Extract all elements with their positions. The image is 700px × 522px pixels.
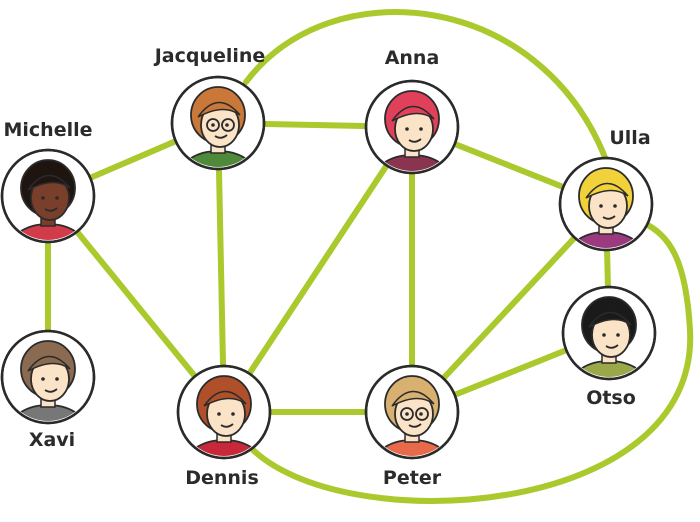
name-label-xavi: Xavi [29,429,75,451]
avatar-border [170,75,266,171]
person-dennis: Dennis [176,364,272,489]
person-peter: Peter [364,364,460,489]
name-label-michelle: Michelle [3,119,92,141]
glasses-icon [415,407,429,421]
connection-ulla-peter [409,201,609,415]
mouth [605,344,619,349]
avatar-border [176,364,272,460]
eye [41,377,45,381]
mouth [44,388,58,393]
hair-fringe [391,105,435,122]
mouth [408,423,422,428]
glasses-icon [400,407,414,421]
connection-jacqueline-dennis [215,120,227,415]
glasses-icon [206,118,220,132]
eye [405,127,409,131]
name-label-peter: Peter [383,467,442,489]
eye [231,412,235,416]
hair-fringe [588,311,632,328]
mouth [220,423,234,428]
eye [613,204,617,208]
name-label-otso: Otso [586,387,636,409]
avatar-border [0,148,96,244]
hair-fringe [27,355,71,372]
glasses-icon [221,118,235,132]
person-otso: Otso [561,285,657,409]
hair-fringe [585,182,629,199]
eye [616,333,620,337]
name-label-jacqueline: Jacqueline [153,45,266,67]
name-label-anna: Anna [385,47,440,69]
mouth [408,138,422,143]
eye [419,412,423,416]
name-label-dennis: Dennis [185,467,259,489]
hair-fringe [197,101,241,118]
mouth [44,207,58,212]
hair-fringe [27,174,71,191]
eye [41,196,45,200]
person-xavi: Xavi [0,329,96,451]
avatar-border [558,156,654,252]
mouth [214,134,228,139]
connection-jacqueline-ulla [243,9,609,163]
eye [217,412,221,416]
eye [55,196,59,200]
hair-fringe [203,390,247,407]
avatar-border [364,79,460,175]
eye [211,123,215,127]
hair-fringe [391,390,435,407]
eye [405,412,409,416]
avatar-border [0,329,96,425]
avatar-border [364,364,460,460]
connection-anna-dennis [221,124,415,415]
name-label-ulla: Ulla [609,127,650,149]
eye [225,123,229,127]
avatar-border [561,285,657,381]
eye [419,127,423,131]
person-anna: Anna [364,47,460,175]
eye [599,204,603,208]
eye [55,377,59,381]
connection-dennis-ulla [247,219,694,504]
eye [602,333,606,337]
person-ulla: Ulla [558,127,654,252]
person-michelle: Michelle [0,119,96,244]
person-jacqueline: Jacqueline [153,45,266,171]
mouth [602,215,616,220]
